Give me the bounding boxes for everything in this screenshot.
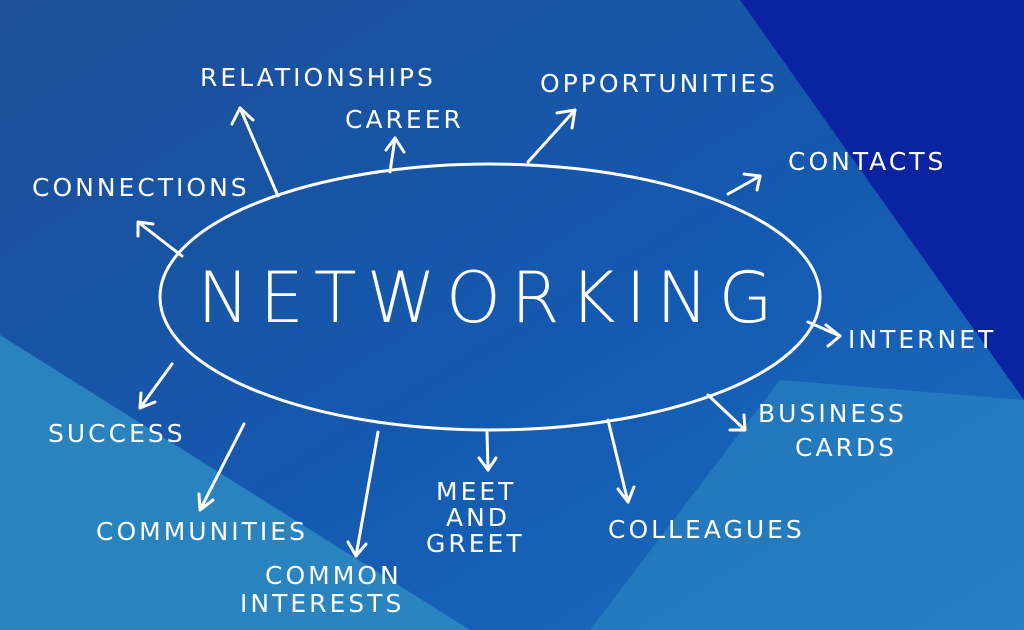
node-colleagues: COLLEAGUES: [608, 515, 805, 544]
connector-connections: [136, 220, 184, 258]
connector-career: [384, 136, 406, 174]
connector-common-interests: [346, 430, 380, 558]
connector-meet-and-greet: [477, 430, 498, 472]
center-label: NETWORKING: [197, 257, 782, 339]
node-common-interests-line1: COMMON: [265, 561, 402, 590]
node-communities: COMMUNITIES: [96, 517, 308, 546]
connector-business-cards: [706, 393, 747, 432]
node-opportunities: OPPORTUNITIES: [540, 69, 778, 98]
node-business-cards-line2: CARDS: [795, 433, 897, 462]
connector-colleagues: [606, 418, 636, 504]
node-connections: CONNECTIONS: [32, 173, 250, 202]
node-internet: INTERNET: [848, 325, 996, 354]
node-career: CAREER: [345, 105, 464, 134]
node-meet-and-greet-line2: AND: [446, 503, 510, 532]
node-relationships: RELATIONSHIPS: [200, 63, 436, 92]
background-band-right: [590, 380, 1024, 630]
connector-relationships: [230, 106, 280, 198]
connector-opportunities: [526, 108, 577, 164]
node-contacts: CONTACTS: [788, 147, 946, 176]
connector-communities: [197, 422, 246, 512]
connector-contacts: [726, 172, 762, 196]
connector-internet: [806, 320, 842, 348]
background-light-wedge-left: [0, 335, 470, 630]
node-success: SUCCESS: [48, 419, 186, 448]
connector-success: [138, 362, 174, 410]
center-oval: [158, 162, 822, 432]
node-common-interests-line2: INTERESTS: [240, 589, 404, 618]
background-dark-wedge: [740, 0, 1024, 400]
node-business-cards-line1: BUSINESS: [758, 399, 907, 428]
node-meet-and-greet-line1: MEET: [436, 477, 516, 506]
node-meet-and-greet-line3: GREET: [426, 529, 525, 558]
